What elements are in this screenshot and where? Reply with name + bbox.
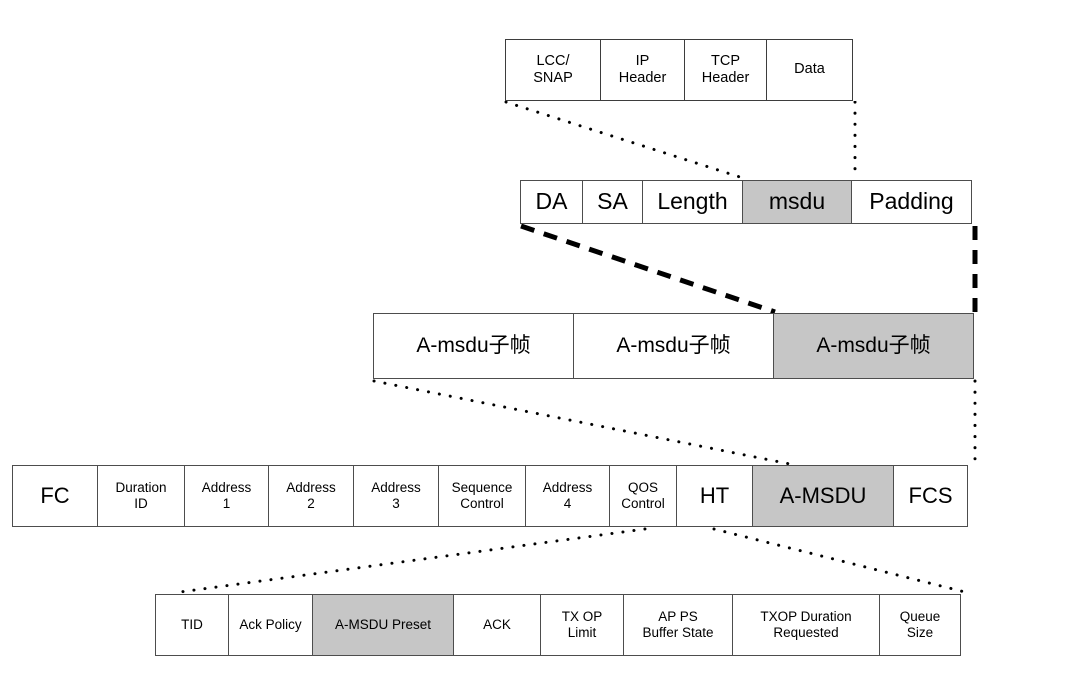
connector-qos-to-detail-left (178, 527, 647, 594)
field-cell: AP PS Buffer State (623, 594, 733, 656)
field-cell: Data (766, 39, 853, 101)
field-cell: A-msdu子帧 (773, 313, 974, 379)
field-cell: FC (12, 465, 98, 527)
field-cell: Length (642, 180, 743, 224)
field-cell: SA (582, 180, 643, 224)
field-cell: FCS (893, 465, 968, 527)
field-cell: A-msdu子帧 (573, 313, 774, 379)
field-cell: A-MSDU (752, 465, 894, 527)
field-cell: Padding (851, 180, 972, 224)
field-cell: Address 4 (525, 465, 610, 527)
field-cell: Address 3 (353, 465, 439, 527)
connector-subframes-to-amsdu-left (372, 379, 792, 466)
field-cell: DA (520, 180, 583, 224)
field-cell: Sequence Control (438, 465, 526, 527)
field-cell: TID (155, 594, 229, 656)
field-cell: LCC/ SNAP (505, 39, 601, 101)
field-cell: Address 2 (268, 465, 354, 527)
field-cell: Address 1 (184, 465, 269, 527)
connector-msdu-to-subframe-left (520, 223, 776, 315)
field-cell: QOS Control (609, 465, 677, 527)
field-cell: Queue Size (879, 594, 961, 656)
field-cell: A-MSDU Preset (312, 594, 454, 656)
field-cell: HT (676, 465, 753, 527)
field-cell: Duration ID (97, 465, 185, 527)
field-cell: IP Header (600, 39, 685, 101)
field-cell: A-msdu子帧 (373, 313, 574, 379)
field-cell: TXOP Duration Requested (732, 594, 880, 656)
field-cell: msdu (742, 180, 852, 224)
field-cell: TCP Header (684, 39, 767, 101)
field-cell: TX OP Limit (540, 594, 624, 656)
field-cell: Ack Policy (228, 594, 313, 656)
connector-llc-to-msdu-left (504, 100, 748, 181)
field-cell: ACK (453, 594, 541, 656)
connector-qos-to-detail-right (712, 527, 967, 594)
